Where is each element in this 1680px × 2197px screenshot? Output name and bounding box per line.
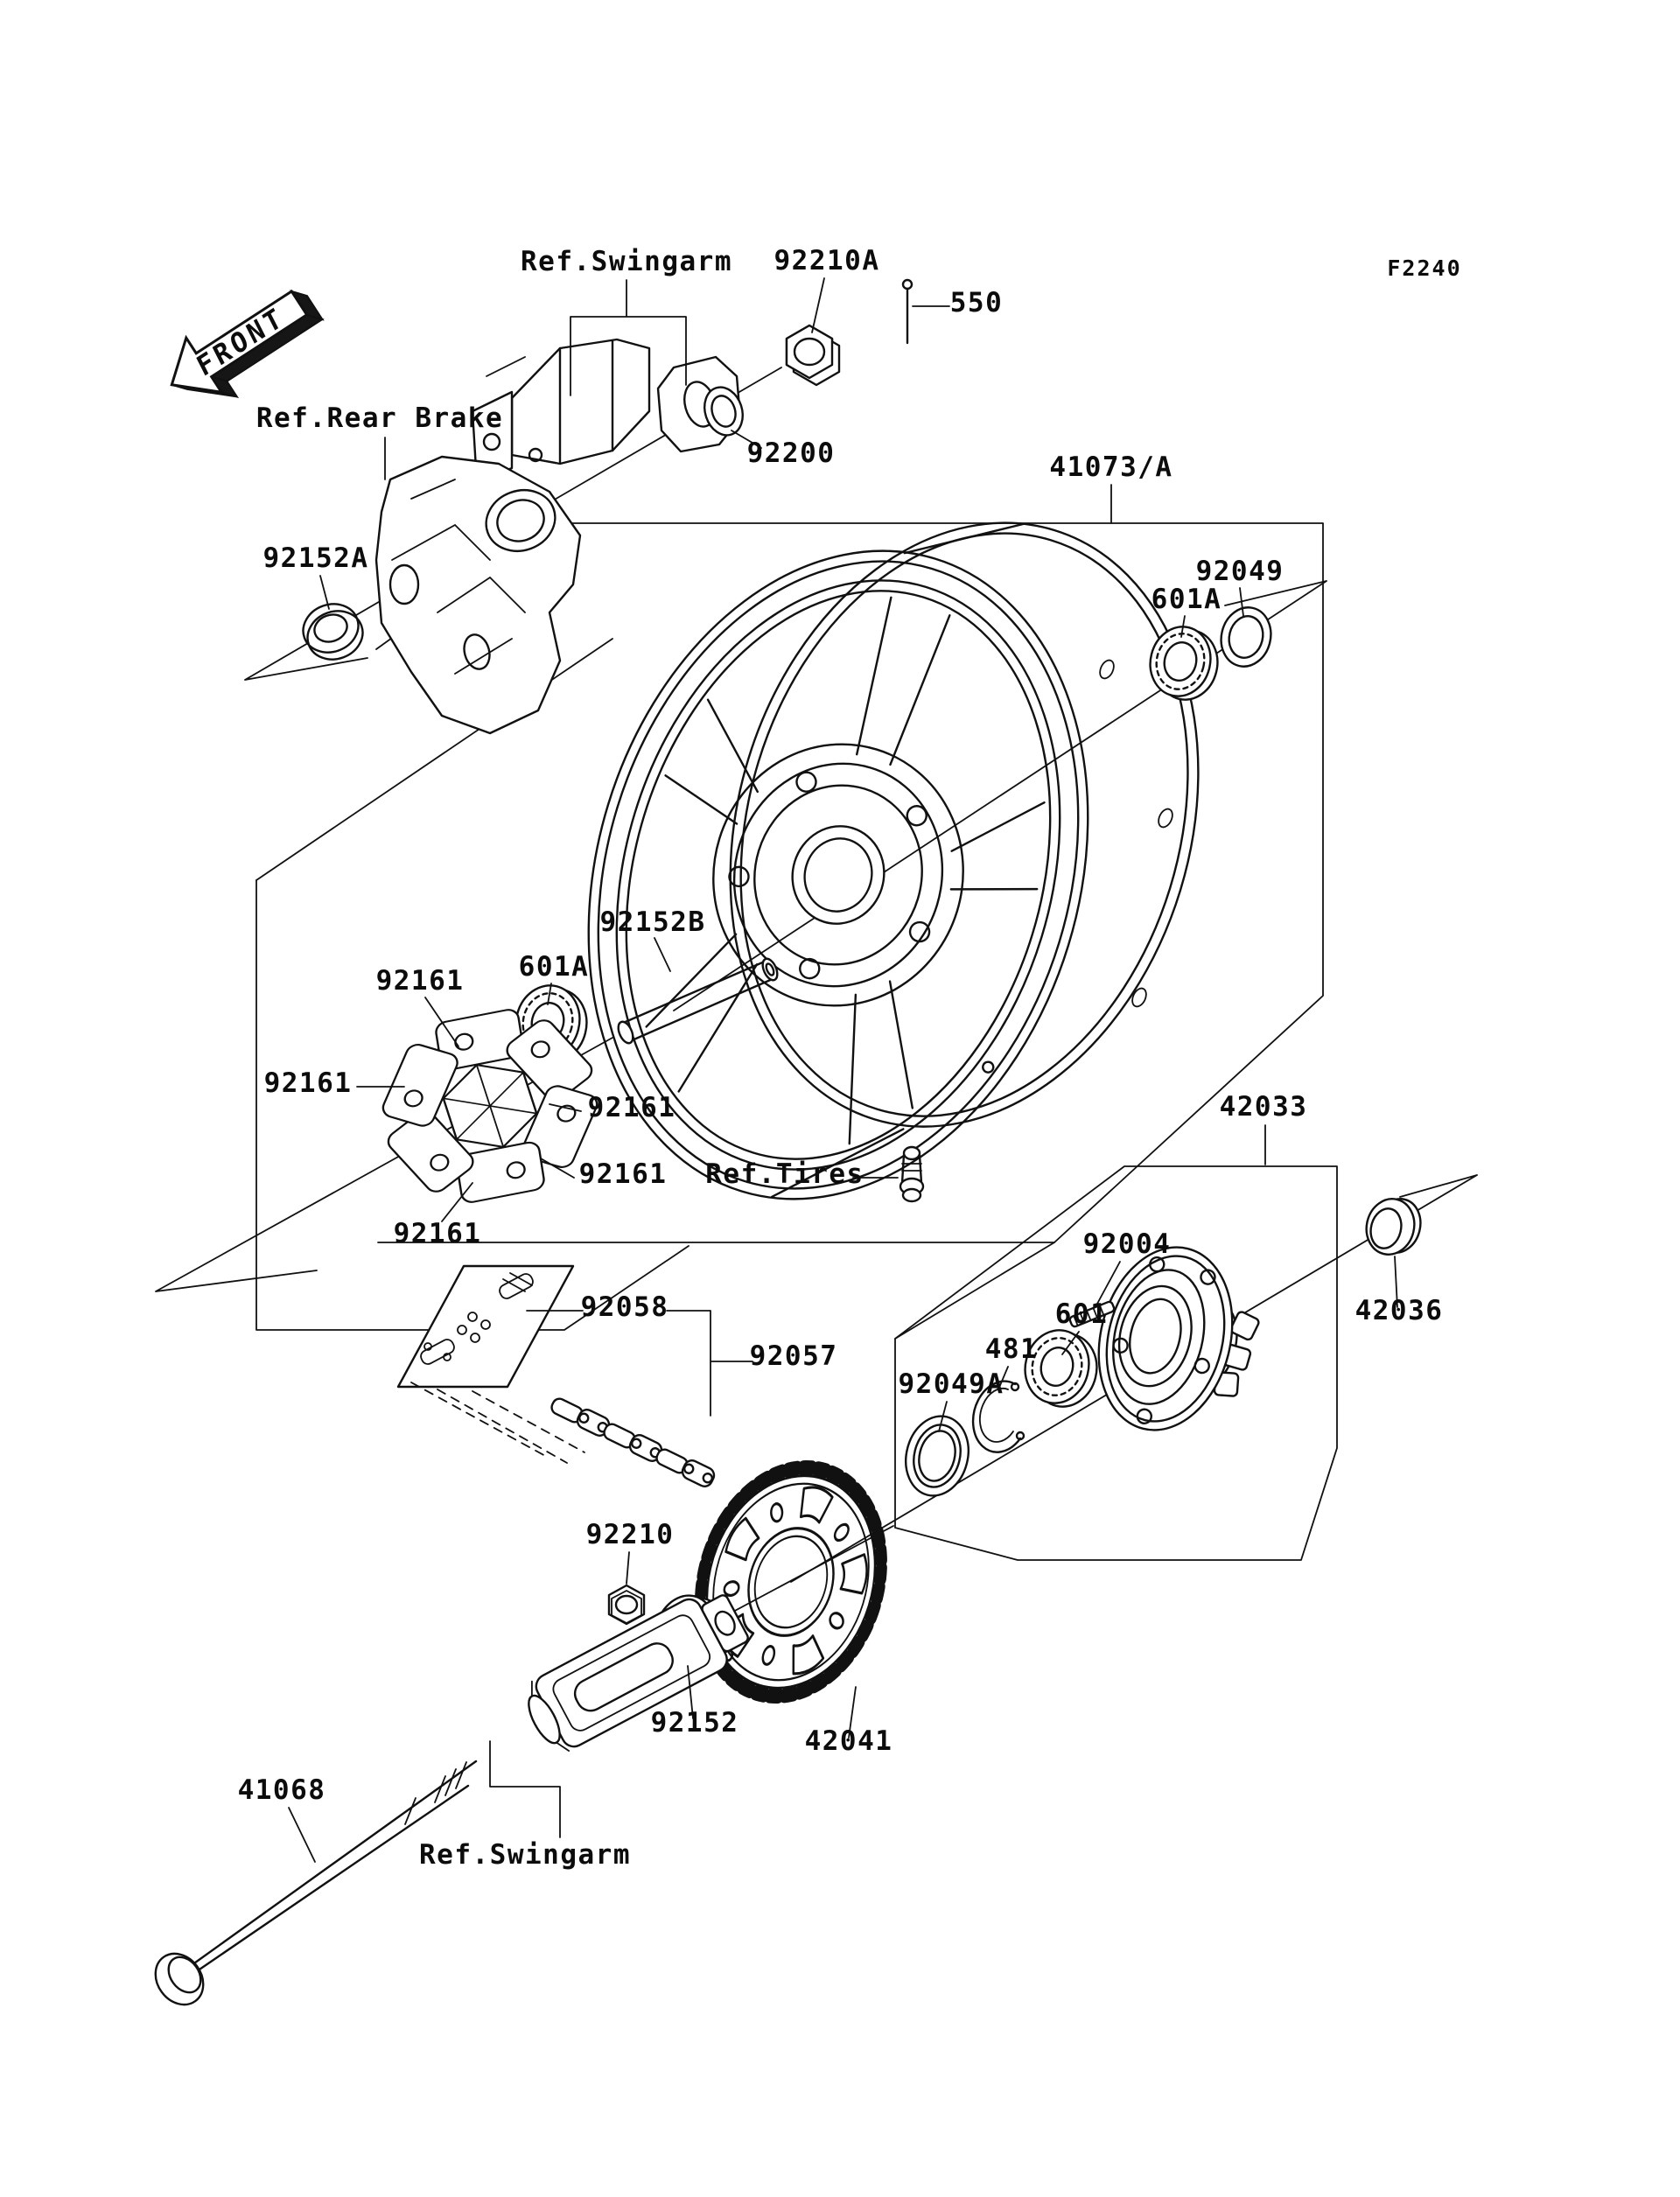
leader-92161-3	[549, 1103, 582, 1112]
part-label-601a-2: 601A	[519, 951, 590, 983]
part-label-92210a: 92210A	[774, 245, 880, 276]
leader-lines	[288, 277, 1398, 1863]
leader-92161-1	[424, 997, 459, 1047]
front-arrow: FRONT	[170, 289, 325, 399]
seal-92049-drawing	[1220, 606, 1272, 668]
leader-92152	[687, 1665, 694, 1719]
figure-code-label: F2240	[1387, 255, 1461, 281]
part-label-92152a: 92152A	[263, 542, 369, 574]
cotter-pin-550-drawing	[901, 278, 914, 345]
part-label-92200: 92200	[747, 437, 836, 469]
leader-42036	[1394, 1256, 1398, 1308]
part-label-92161-5: 92161	[394, 1218, 482, 1249]
part-label-ref-swingarm-top: Ref.Swingarm	[521, 246, 732, 277]
part-labels: Ref.Swingarm 92210A 550 92200 Ref.Rear Brake…	[238, 245, 1444, 1871]
leader-92210	[626, 1551, 630, 1585]
part-label-92152b: 92152B	[600, 906, 706, 938]
part-label-601: 601	[1055, 1298, 1109, 1330]
washer-92200-drawing	[704, 386, 744, 437]
leader-92200	[731, 430, 762, 449]
hub-coupling-drawing	[1097, 1246, 1260, 1431]
part-label-92004: 92004	[1083, 1228, 1172, 1260]
collar-92152a-drawing	[302, 603, 364, 661]
part-label-92152: 92152	[651, 1707, 739, 1739]
leader-92058-92057	[526, 1310, 753, 1417]
wheel-rim-holes	[1099, 659, 1173, 1008]
axle-nut-92210a-drawing	[785, 324, 841, 387]
axle-41068-drawing	[154, 1760, 478, 2006]
rear-brake-bracket-drawing	[374, 455, 582, 735]
leader-92161-5	[441, 1182, 473, 1222]
leader-92152b	[654, 937, 671, 972]
wheel-drawing	[587, 521, 1200, 1200]
seal-92049a-drawing	[905, 1415, 970, 1497]
valve-stem-drawing	[899, 1145, 925, 1203]
stud-92004-drawing	[1068, 1300, 1116, 1328]
leader-92210a	[811, 277, 825, 333]
part-label-601a-1: 601A	[1152, 584, 1222, 615]
swingarm-top-drawing	[471, 338, 742, 485]
masterlink-box-drawing	[396, 1264, 575, 1389]
part-label-42033: 42033	[1220, 1091, 1308, 1123]
leader-92049a	[938, 1401, 948, 1432]
part-label-41073a: 41073/A	[1049, 451, 1172, 483]
part-label-92049: 92049	[1196, 556, 1284, 587]
part-label-42036: 42036	[1355, 1295, 1444, 1326]
part-label-92057: 92057	[750, 1340, 838, 1372]
bearing-601a-wheel	[1149, 626, 1219, 701]
part-label-42041: 42041	[805, 1725, 893, 1757]
leader-41068	[288, 1807, 316, 1863]
bearing-601-drawing	[1024, 1329, 1098, 1408]
spacer-tube-drawing	[617, 957, 779, 1045]
part-label-92161-4: 92161	[579, 1158, 668, 1190]
part-label-92161-1: 92161	[376, 965, 465, 997]
nut-92210-drawing	[607, 1584, 646, 1626]
part-label-92161-3: 92161	[588, 1092, 676, 1123]
part-label-92210: 92210	[586, 1519, 675, 1550]
part-label-481: 481	[985, 1333, 1039, 1365]
cush-drive-drawing	[382, 1009, 598, 1203]
leader-ref-swingarm-bottom	[489, 1740, 561, 1838]
part-label-ref-swingarm-bottom: Ref.Swingarm	[419, 1839, 631, 1871]
leader-601	[1061, 1331, 1080, 1355]
part-label-92049a: 92049A	[899, 1368, 1004, 1400]
part-label-92058: 92058	[581, 1291, 669, 1323]
leader-92152a	[319, 575, 330, 610]
part-label-ref-tires: Ref.Tires	[705, 1158, 864, 1190]
chain-drawing	[410, 1382, 716, 1487]
leader-601a-2	[547, 983, 552, 1005]
leader-42041	[848, 1686, 857, 1739]
part-label-550: 550	[950, 287, 1004, 318]
leader-92049	[1239, 587, 1244, 617]
leader-92161-4	[540, 1158, 575, 1179]
circlip-481-drawing	[971, 1380, 1026, 1453]
part-label-41068: 41068	[238, 1774, 326, 1806]
part-label-ref-rear-brake: Ref.Rear Brake	[256, 402, 503, 434]
part-label-92161-2: 92161	[264, 1067, 353, 1099]
leader-ref-swingarm-top	[570, 279, 687, 396]
leader-92004	[1096, 1261, 1121, 1305]
leader-601a-1	[1180, 615, 1186, 638]
cap-42036-drawing	[1365, 1198, 1422, 1256]
chain-adjuster-drawing	[528, 1594, 749, 1752]
leader-481	[998, 1366, 1009, 1390]
